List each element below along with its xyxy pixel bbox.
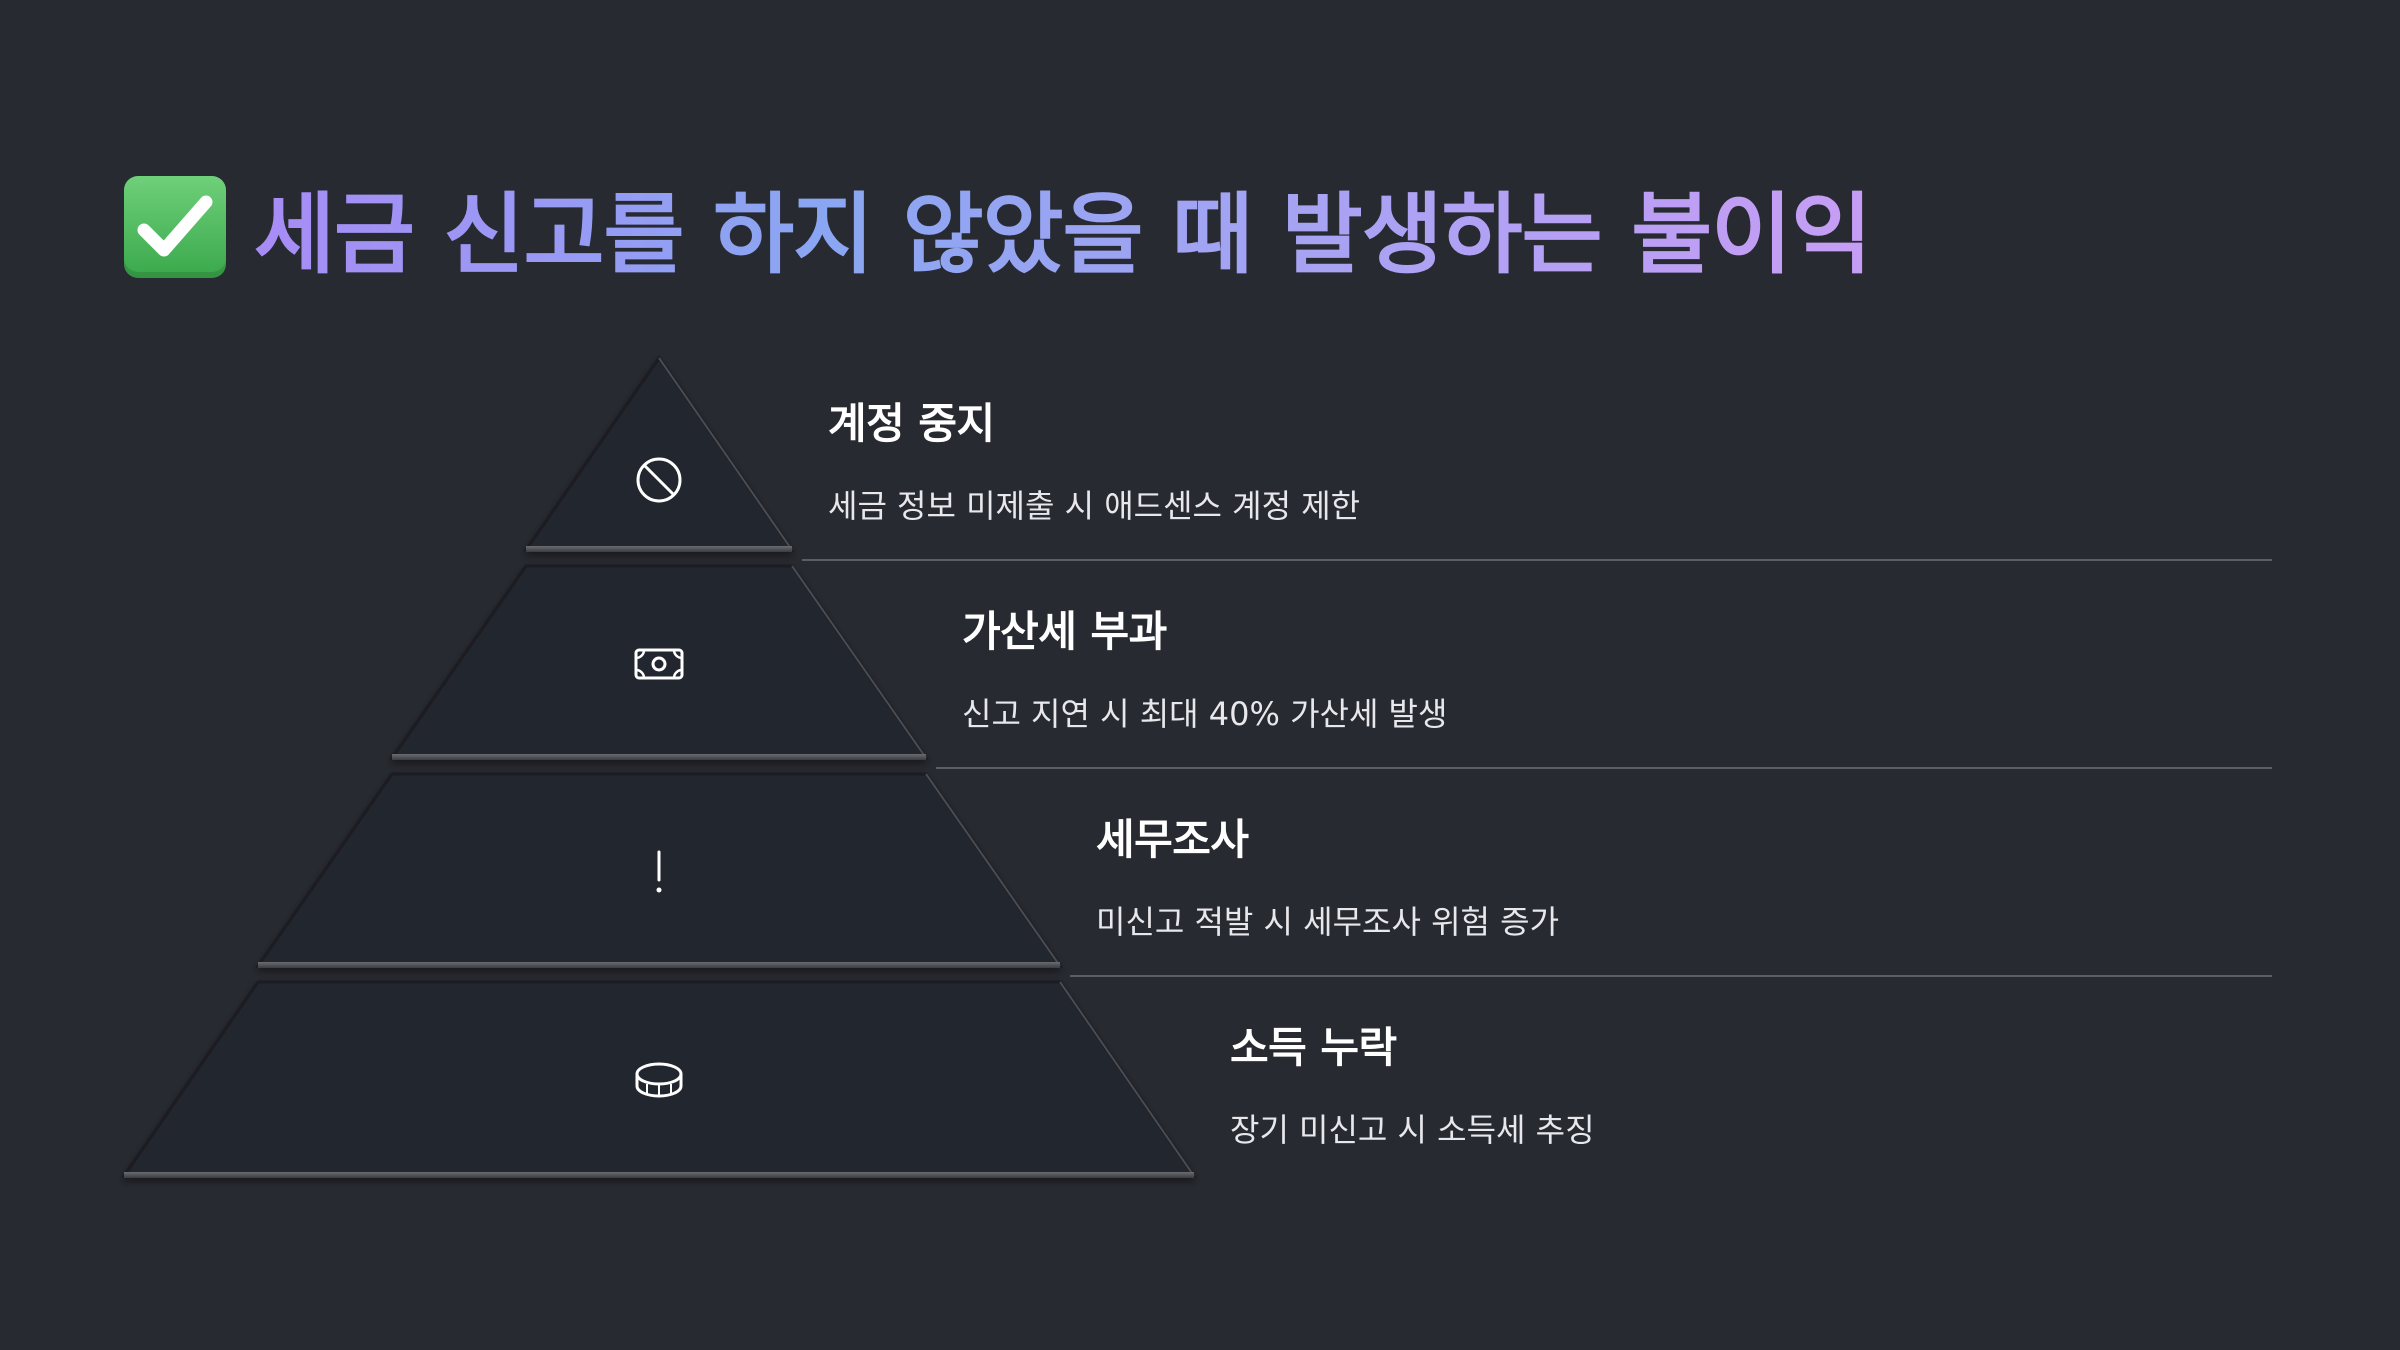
tier-title: 소득 누락 xyxy=(1230,1023,1397,1072)
white-check-mark-icon xyxy=(124,176,226,278)
tier-description: 신고 지연 시 최대 40% 가산세 발생 xyxy=(962,695,1448,733)
prohibited-icon xyxy=(636,457,682,503)
tier-title: 세무조사 xyxy=(1096,815,1249,864)
tier-description: 미신고 적발 시 세무조사 위험 증가 xyxy=(1096,903,1560,941)
banknote-icon xyxy=(634,648,684,680)
pyramid-tier-4 xyxy=(121,980,1197,1178)
tier-description: 장기 미신고 시 소득세 추징 xyxy=(1230,1111,1595,1149)
tier-divider xyxy=(802,559,2272,561)
tier-2-text: 가산세 부과 신고 지연 시 최대 40% 가산세 발생 xyxy=(962,598,1447,735)
exclamation-icon xyxy=(656,850,662,893)
tier-title: 계정 중지 xyxy=(828,399,995,448)
tier-divider xyxy=(936,767,2272,769)
page-title: 세금 신고를 하지 않았을 때 발생하는 불이익 xyxy=(124,172,1872,286)
pyramid-tier-2 xyxy=(389,564,929,760)
title-text: 세금 신고를 하지 않았을 때 발생하는 불이익 xyxy=(254,164,1872,291)
tier-divider xyxy=(1070,975,2272,977)
tier-title: 가산세 부과 xyxy=(962,607,1167,656)
tier-4-text: 소득 누락 장기 미신고 시 소득세 추징 xyxy=(1230,1014,1595,1151)
tier-1-text: 계정 중지 세금 정보 미제출 시 애드센스 계정 제한 xyxy=(828,390,1360,527)
tier-3-text: 세무조사 미신고 적발 시 세무조사 위험 증가 xyxy=(1096,806,1559,943)
tier-description: 세금 정보 미제출 시 애드센스 계정 제한 xyxy=(828,487,1361,525)
pyramid-tier-1 xyxy=(523,355,795,552)
coins-icon xyxy=(635,1062,683,1098)
